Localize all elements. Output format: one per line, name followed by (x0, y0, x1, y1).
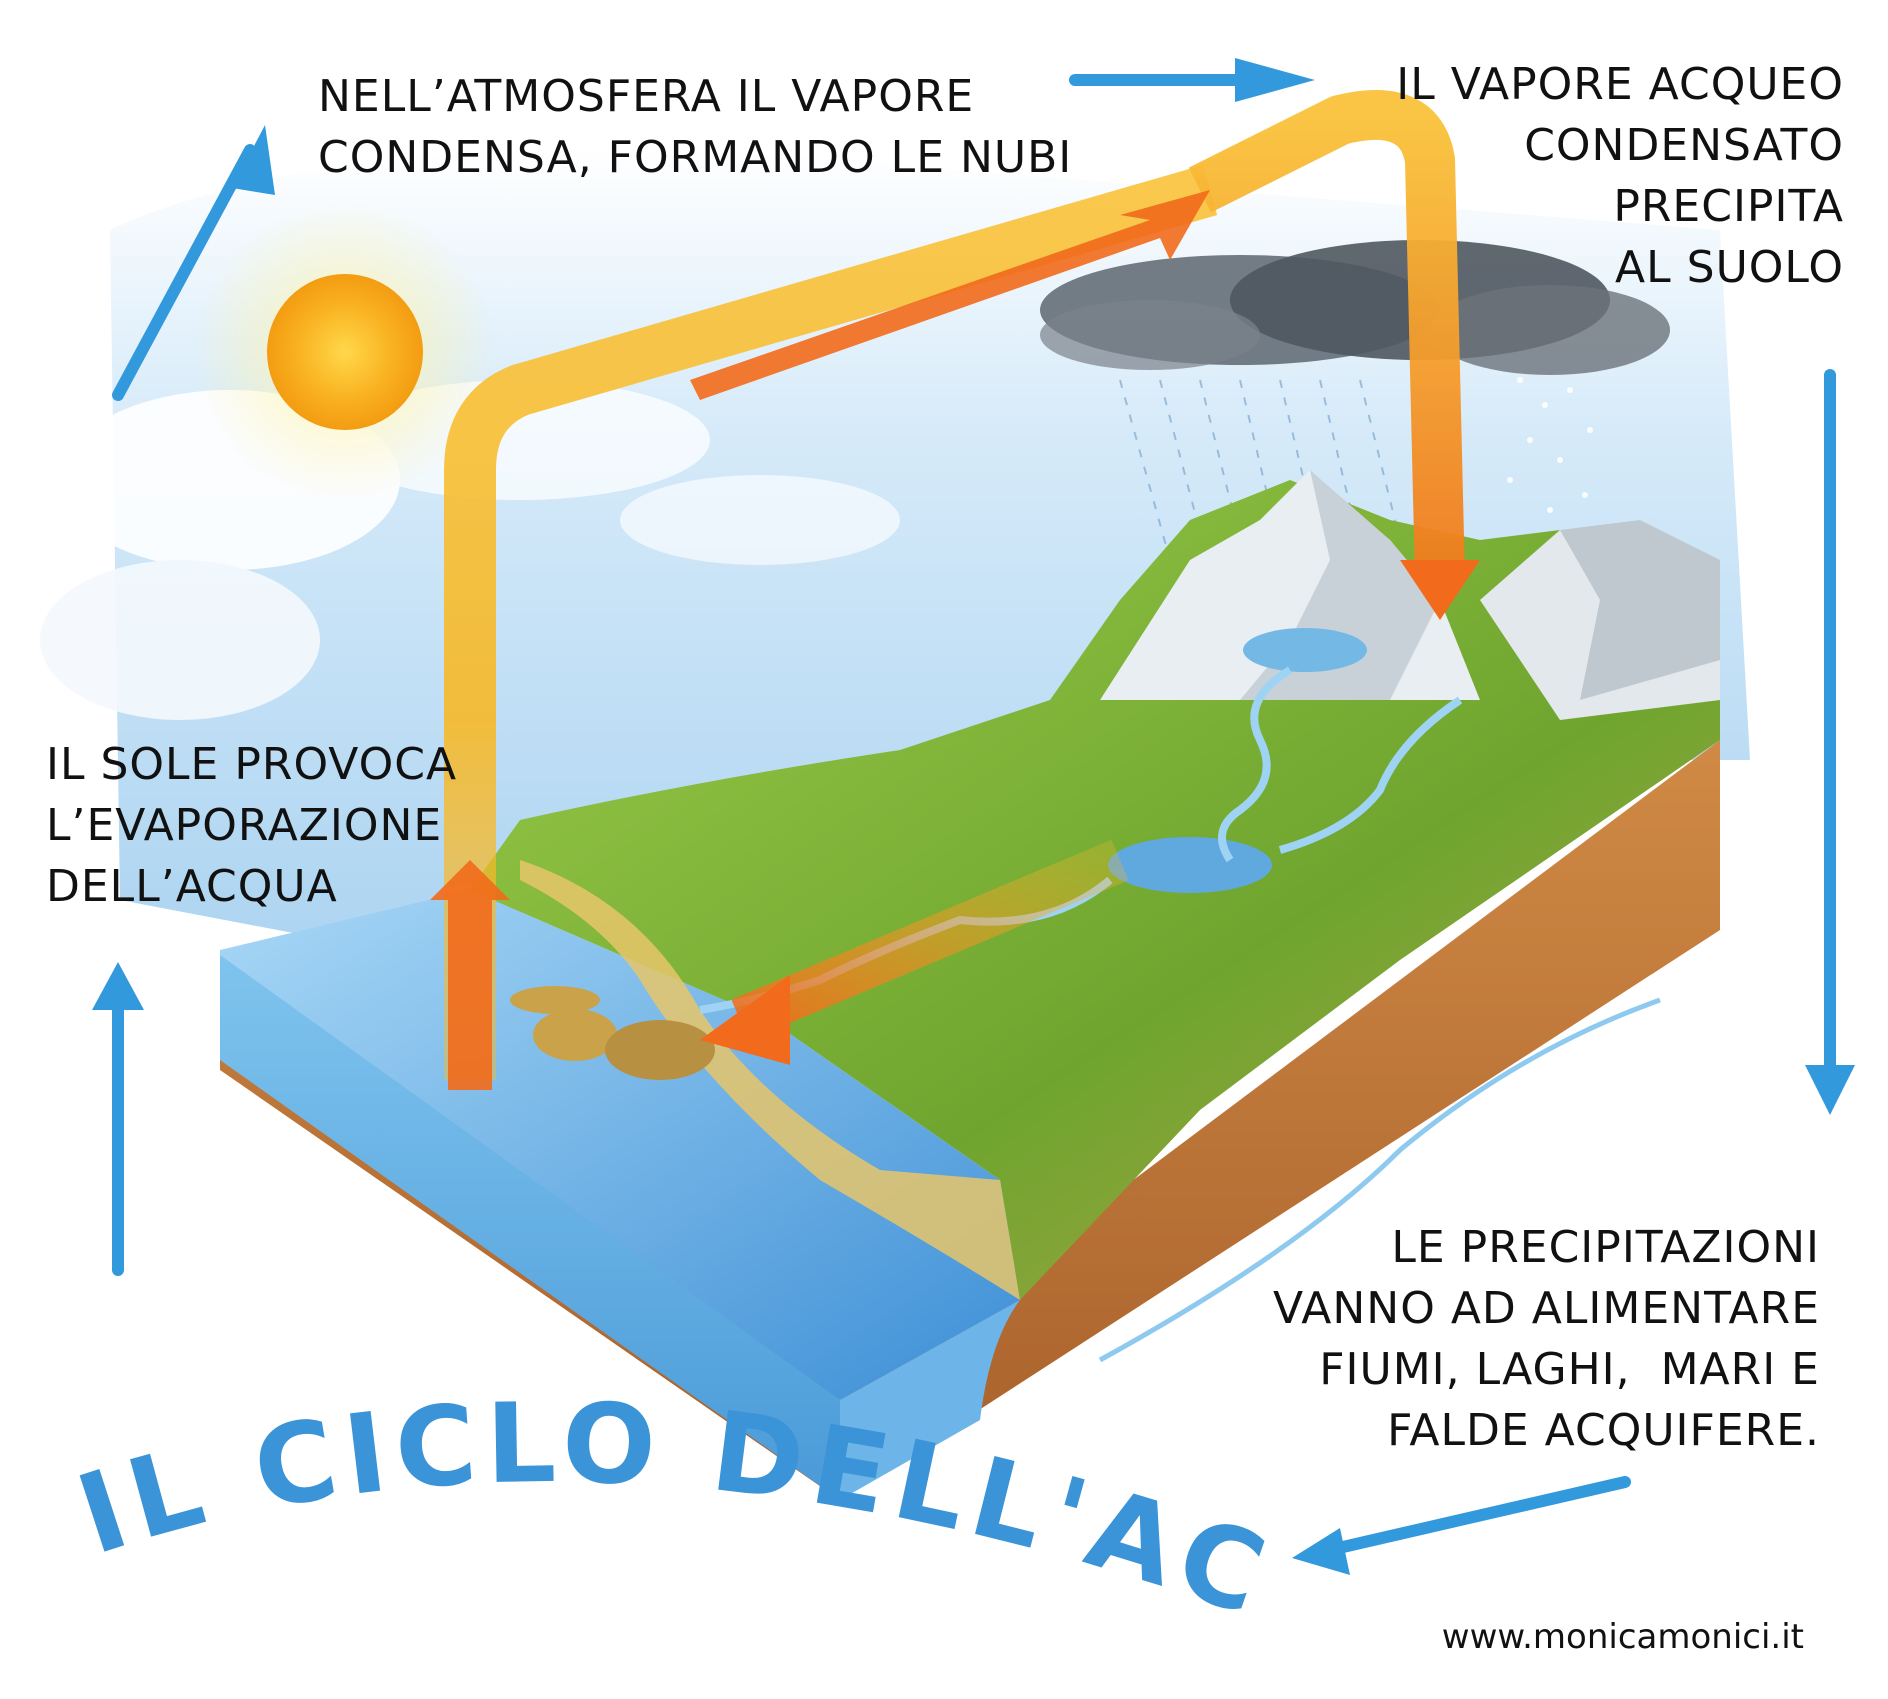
beach (520, 860, 1020, 1300)
caption-sun-line-2: L’EVAPORAZIONE (46, 800, 443, 851)
caption-precipitation-line-1: LE PRECIPITAZIONI (1391, 1222, 1820, 1273)
sea-surface (220, 890, 1020, 1400)
evaporation-flow (444, 165, 1218, 1080)
caption-sun-line-3: DELL’ACQUA (46, 861, 338, 912)
cycle-arrow-bottom (1324, 1476, 1631, 1556)
snow-dots (1507, 377, 1593, 513)
cycle-arrowheads (92, 58, 1855, 1575)
caption-condensed-line-4: AL SUOLO (1615, 242, 1844, 293)
island-icon (510, 986, 715, 1080)
caption-condensed-line-3: PRECIPITA (1613, 181, 1844, 232)
caption-condensed-line-2: CONDENSATO (1524, 120, 1844, 171)
runoff-flow (731, 839, 1129, 1041)
caption-sun: IL SOLE PROVOCA L’EVAPORAZIONE DELL’ACQU… (46, 734, 457, 917)
caption-atmosphere-line-2: CONDENSA, FORMANDO LE NUBI (318, 132, 1073, 183)
caption-precipitation-line-3: FIUMI, LAGHI, MARI E (1319, 1344, 1820, 1395)
precipitation-arrowhead (1400, 560, 1480, 620)
evaporation-arrowhead (430, 860, 510, 1090)
cycle-arrow-diag-left (112, 144, 256, 401)
atmosphere-flow (1188, 90, 1465, 581)
website-credit: www.monicamonici.it (1441, 1617, 1804, 1657)
sea-front (220, 955, 840, 1500)
cycle-arrows (112, 74, 1836, 1556)
caption-condensed: IL VAPORE ACQUEO CONDENSATO PRECIPITA AL… (1396, 54, 1844, 298)
sun-icon (195, 202, 495, 502)
caption-atmosphere-line-1: NELL’ATMOSFERA IL VAPORE (318, 71, 975, 122)
caption-precipitation-line-2: VANNO AD ALIMENTARE (1273, 1283, 1820, 1334)
runoff-arrowhead (700, 975, 790, 1065)
lake-icon (1108, 628, 1367, 893)
caption-atmosphere: NELL’ATMOSFERA IL VAPORE CONDENSA, FORMA… (318, 66, 1072, 188)
caption-precipitation-line-4: FALDE ACQUIFERE. (1387, 1405, 1820, 1456)
caption-sun-line-1: IL SOLE PROVOCA (46, 739, 458, 790)
condensation-arrowhead (690, 190, 1210, 400)
aquifer-line (1098, 997, 1661, 1363)
caption-condensed-line-1: IL VAPORE ACQUEO (1396, 59, 1844, 110)
caption-precipitation: LE PRECIPITAZIONI VANNO AD ALIMENTARE FI… (1273, 1217, 1820, 1461)
